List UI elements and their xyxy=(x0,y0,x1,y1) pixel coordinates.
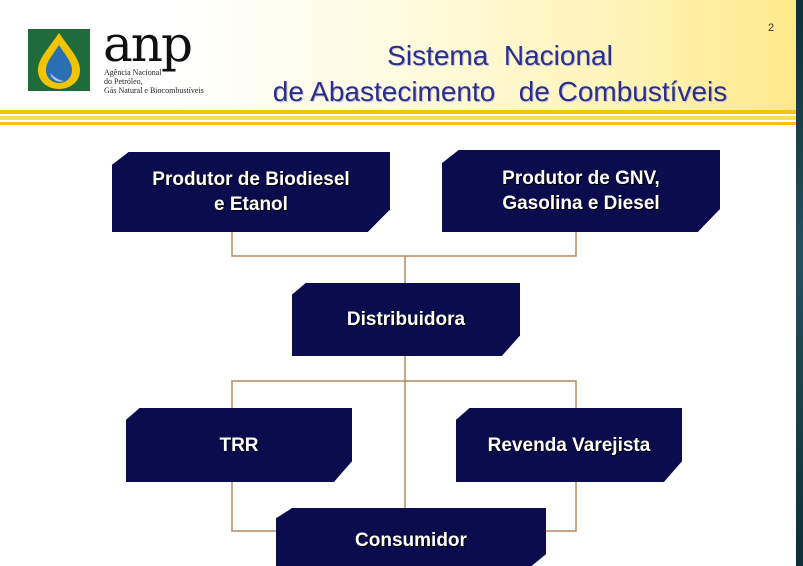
connector-trr-to-consumidor xyxy=(231,482,278,532)
header-stripe xyxy=(0,110,796,114)
node-label-line: Gasolina e Diesel xyxy=(502,193,660,214)
connector-producers-bus xyxy=(231,232,577,257)
connector-revenda-to-consumidor xyxy=(544,482,577,532)
node-produtor-biodiesel: Produtor de Biodiesel e Etanol xyxy=(112,152,390,232)
slide-title-line: de Abastecimento de Combustíveis xyxy=(272,76,728,107)
node-label: Revenda Varejista xyxy=(487,434,651,456)
connector-distribuidora-bus xyxy=(231,380,577,410)
logo-subtitle-line: do Petróleo, xyxy=(104,77,143,86)
logo-subtitle-line: Agência Nacional xyxy=(104,68,162,77)
anp-logo-mark xyxy=(28,29,90,91)
window-edge xyxy=(796,0,803,566)
header-stripe xyxy=(0,122,796,125)
slide-title: Sistema Nacional de Abastecimento de Com… xyxy=(230,38,770,110)
node-label-line: Produtor de Biodiesel xyxy=(152,169,350,190)
header-stripe xyxy=(0,116,796,120)
page-number: 2 xyxy=(768,22,775,34)
node-label: Distribuidora xyxy=(346,309,466,330)
node-label: Consumidor xyxy=(355,529,467,551)
slide-header xyxy=(0,0,796,110)
node-distribuidora: Distribuidora xyxy=(292,283,520,356)
node-consumidor: Consumidor xyxy=(276,508,546,566)
node-revenda-varejista: Revenda Varejista xyxy=(456,408,682,482)
node-label-line: e Etanol xyxy=(214,194,288,215)
node-trr: TRR xyxy=(126,408,352,482)
slide-title-line: Sistema Nacional xyxy=(387,40,613,71)
logo-subtitle-line: Gás Natural e Biocombustíveis xyxy=(104,86,204,95)
oil-drop-icon xyxy=(28,29,90,91)
logo-wordmark: anp xyxy=(103,15,193,73)
node-label: TRR xyxy=(219,434,259,456)
logo-subtitle: Agência Nacional do Petróleo, Gás Natura… xyxy=(104,68,216,95)
node-label-line: Produtor de GNV, xyxy=(502,168,660,189)
node-produtor-gnv: Produtor de GNV, Gasolina e Diesel xyxy=(442,150,720,232)
